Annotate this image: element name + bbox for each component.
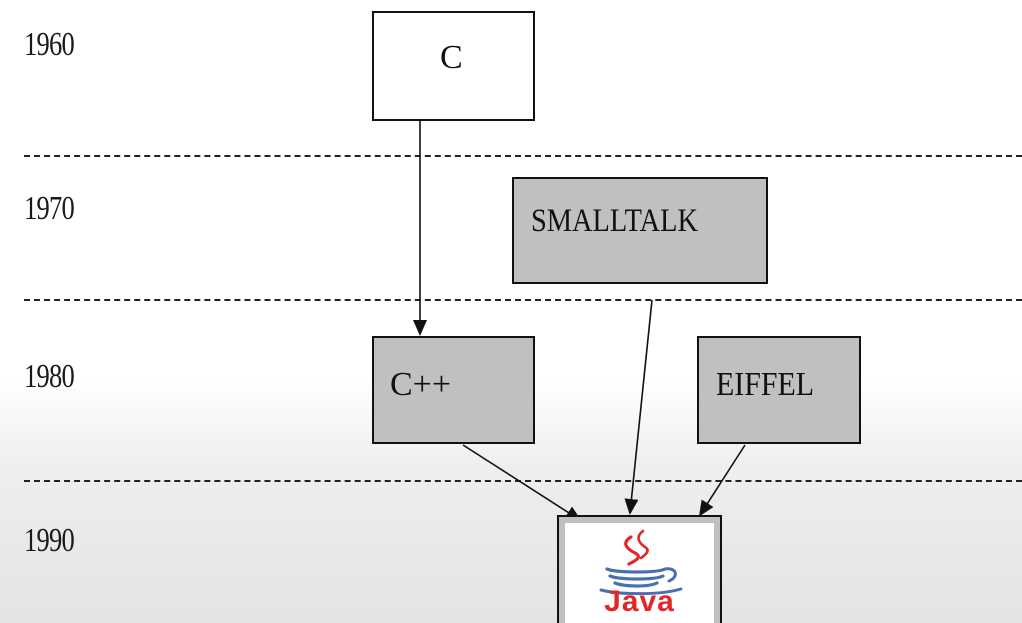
era-divider-3 <box>24 480 1022 482</box>
node-c-label: C <box>440 39 463 76</box>
year-label-1990: 1990 <box>24 522 75 559</box>
era-divider-1 <box>24 155 1022 157</box>
node-java: Java <box>557 515 722 623</box>
java-logo: Java <box>565 523 714 623</box>
node-cpp-label: C++ <box>390 366 452 403</box>
java-cup-icon <box>599 529 683 595</box>
node-eiffel: EIFFEL <box>697 336 861 444</box>
edge-eiffel-to-java <box>698 444 746 517</box>
edge-cpp-to-java <box>462 444 582 522</box>
year-label-1960: 1960 <box>24 26 75 63</box>
node-cpp: C++ <box>372 336 535 444</box>
java-wordmark: Java <box>604 585 675 618</box>
node-smalltalk-label: SMALLTALK <box>531 203 698 239</box>
node-c: C <box>372 11 535 121</box>
year-label-1970: 1970 <box>24 190 75 227</box>
node-smalltalk: SMALLTALK <box>512 177 768 284</box>
year-label-1980: 1980 <box>24 358 75 395</box>
era-divider-2 <box>24 299 1022 301</box>
edge-smalltalk-to-java <box>624 299 653 515</box>
node-eiffel-label: EIFFEL <box>716 366 815 403</box>
